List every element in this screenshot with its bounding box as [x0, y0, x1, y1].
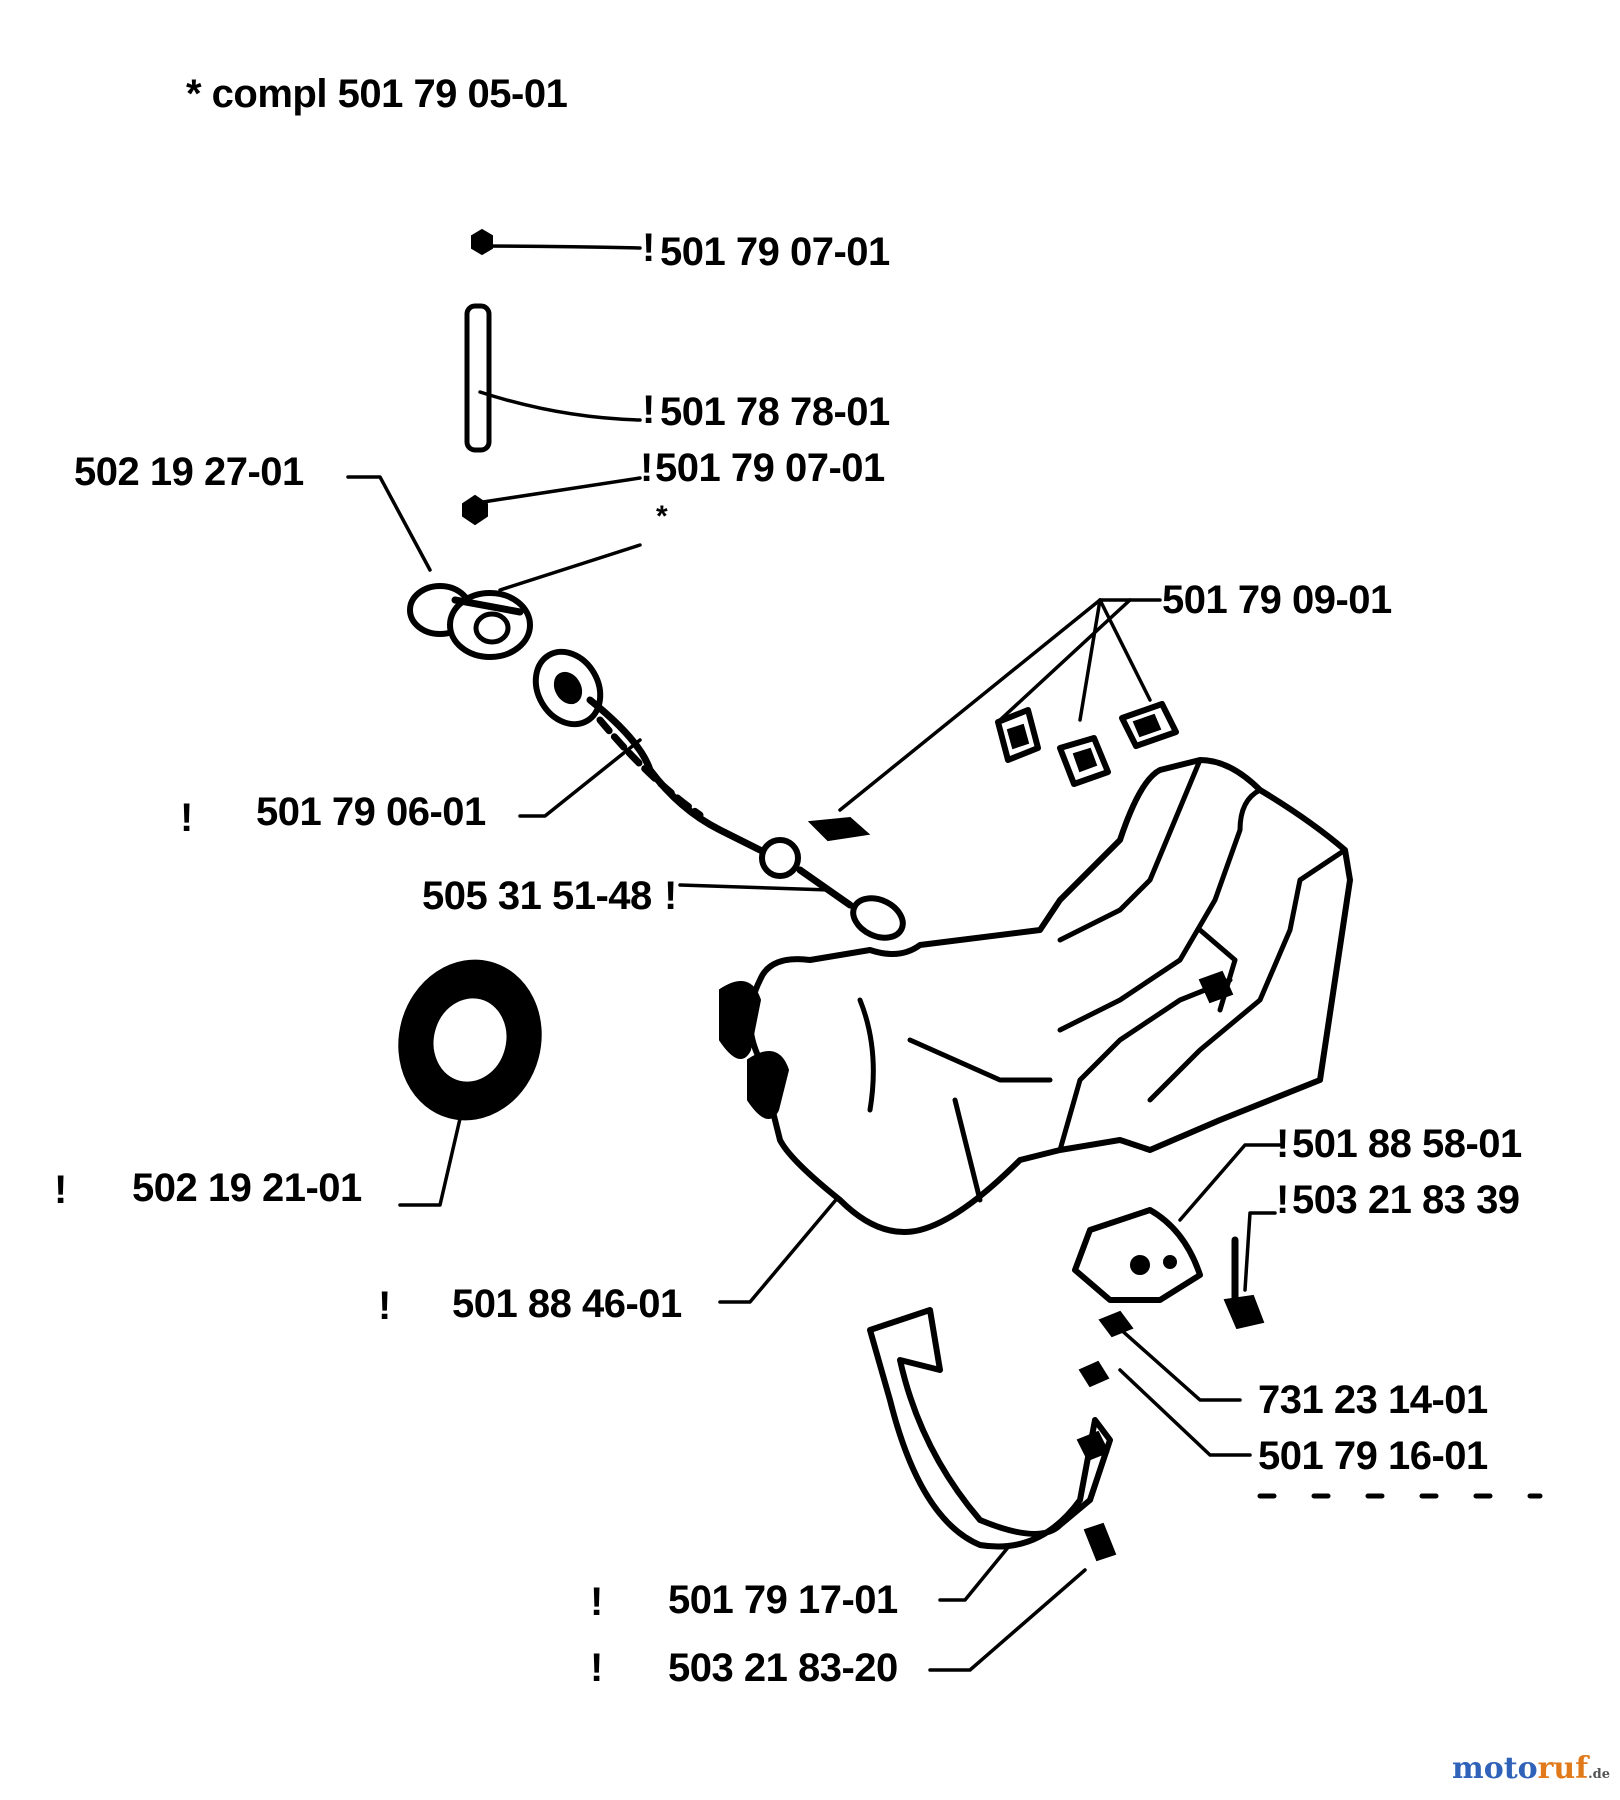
grommet-ring	[398, 959, 542, 1121]
part-label: 501 79 06-01	[256, 790, 486, 834]
damper-pads	[807, 701, 1179, 842]
leader-lines	[346, 244, 1282, 1672]
part-label: 502 19 21-01	[132, 1166, 362, 1210]
part-label: 731 23 14-01	[1258, 1378, 1488, 1422]
bracket-mark: !	[1276, 1178, 1290, 1222]
handle-bracket	[1072, 1207, 1203, 1388]
fuel-tank-housing	[719, 757, 1353, 1235]
part-label: 502 19 27-01	[74, 450, 304, 494]
motoruf-watermark: motoruf.de	[1452, 1751, 1610, 1786]
part-label: 505 31 51-48	[422, 874, 652, 918]
nut-mid	[462, 494, 488, 526]
bracket-mark: !	[642, 388, 656, 432]
part-label: 501 79 09-01	[1162, 578, 1392, 622]
fuel-hose	[464, 303, 492, 453]
part-label: 501 78 78-01	[660, 390, 890, 434]
part-label: 501 79 17-01	[668, 1578, 898, 1622]
bracket-mark: !	[378, 1284, 392, 1328]
bracket-mark: !	[664, 874, 678, 918]
part-label: 501 79 07-01	[655, 446, 885, 490]
fuel-cap	[407, 583, 533, 660]
fuel-filter-assembly	[532, 648, 906, 941]
asterisk-mark: *	[656, 500, 668, 533]
bracket-mark: !	[590, 1646, 604, 1690]
compl-note: * compl 501 79 05-01	[186, 72, 568, 116]
bracket-mark: !	[1276, 1122, 1290, 1166]
part-label: 501 88 46-01	[452, 1282, 682, 1326]
part-label: 501 79 16-01	[1258, 1434, 1488, 1478]
nut-top	[471, 228, 493, 256]
handle-bow	[867, 1307, 1117, 1562]
watermark-tld: .de	[1588, 1767, 1610, 1782]
bracket-mark: !	[54, 1168, 68, 1212]
part-label: 501 79 07-01	[660, 230, 890, 274]
part-label: 501 88 58-01	[1292, 1122, 1522, 1166]
part-label: 503 21 83 39	[1292, 1178, 1520, 1222]
part-label: 503 21 83-20	[668, 1646, 898, 1690]
bracket-mark: !	[640, 446, 654, 490]
screw	[1223, 1236, 1265, 1330]
bracket-mark: !	[180, 796, 194, 840]
watermark-brand-part2: ruf	[1537, 1751, 1589, 1786]
bracket-mark: !	[590, 1580, 604, 1624]
watermark-brand-part1: moto	[1451, 1751, 1538, 1786]
bracket-mark: !	[642, 226, 656, 270]
